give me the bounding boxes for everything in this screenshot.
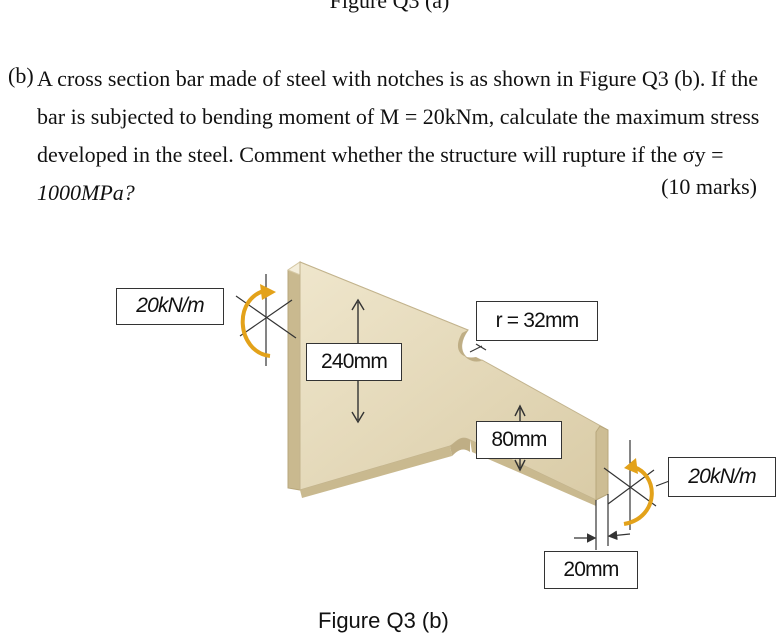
question-marks: (10 marks)	[661, 174, 757, 199]
bar-right-face	[595, 425, 609, 501]
figure-q3a-caption: Figure Q3 (a)	[329, 0, 450, 13]
thickness-20-label: 20mm	[544, 551, 638, 589]
figure-q3b-caption: Figure Q3 (b)	[318, 608, 449, 633]
left-moment-arrow	[240, 288, 271, 358]
radius-label: r = 32mm	[476, 301, 598, 341]
question-line-4: 1000MPa?	[37, 180, 135, 205]
bar-bottom-edge	[300, 446, 452, 498]
height-240-label: 240mm	[306, 343, 402, 381]
bar-front-face	[299, 261, 609, 501]
question-line-3: developed in the steel. Comment whether …	[37, 142, 724, 167]
right-moment-label: 20kN/m	[668, 457, 776, 497]
height-80-label: 80mm	[476, 421, 562, 459]
question-line-1: A cross section bar made of steel with n…	[37, 66, 758, 91]
left-moment-label: 20kN/m	[116, 288, 224, 325]
bar-left-face	[287, 261, 301, 491]
question-text: A cross section bar made of steel with n…	[37, 60, 760, 212]
right-moment-arrow	[623, 464, 654, 526]
question-label: (b)	[8, 63, 34, 88]
question-line-2: bar is subjected to bending moment of M …	[37, 104, 760, 129]
notch-bottom	[450, 438, 470, 456]
